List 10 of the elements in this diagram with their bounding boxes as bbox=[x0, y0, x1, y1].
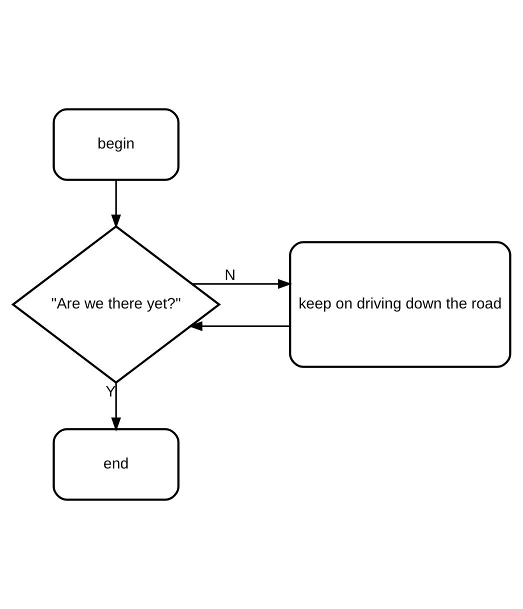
arrow bbox=[188, 321, 290, 332]
node-box: end bbox=[52, 428, 180, 501]
node-box: keep on driving down the road bbox=[289, 241, 512, 368]
arrow bbox=[111, 382, 122, 432]
arrow bbox=[111, 180, 122, 229]
arrow bbox=[192, 278, 292, 289]
edge-label: N bbox=[224, 266, 236, 284]
node-diamond: "Are we there yet?" bbox=[11, 225, 221, 384]
node-box: begin bbox=[52, 108, 180, 181]
edge-label: Y bbox=[106, 383, 116, 400]
